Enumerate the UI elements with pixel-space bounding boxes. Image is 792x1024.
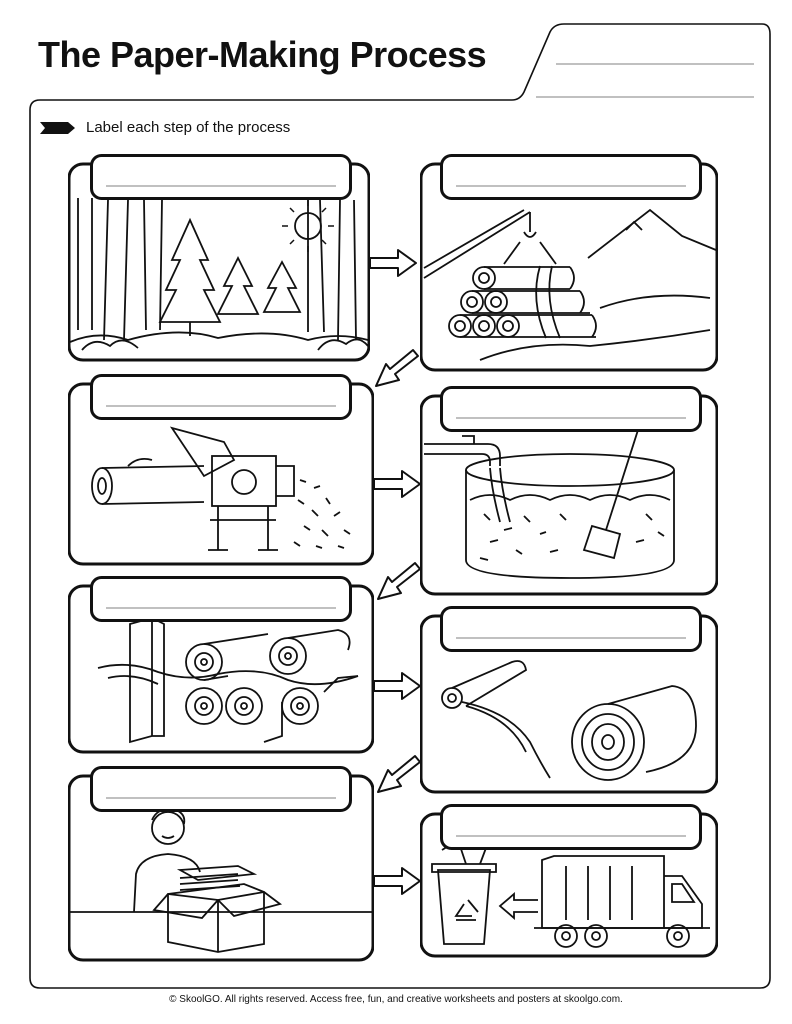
step-8-label-field[interactable] (440, 804, 702, 850)
step-6-panel (420, 602, 718, 794)
instruction-text: Label each step of the process (86, 119, 291, 136)
footer-copyright: © SkoolGO. All rights reserved. Access f… (169, 994, 623, 1005)
step-2-logs-illustration (420, 162, 718, 372)
step-8-panel (420, 800, 718, 958)
step-5-label-field[interactable] (90, 576, 352, 622)
step-2-label-field[interactable] (440, 154, 702, 200)
instruction-arrow-icon (40, 121, 75, 134)
step-3-label-field[interactable] (90, 374, 352, 420)
step-5-panel (68, 572, 374, 754)
page-title: The Paper-Making Process (38, 34, 487, 75)
step-2-panel (420, 150, 718, 372)
step-1-label-field[interactable] (90, 154, 352, 200)
step-7-label-field[interactable] (90, 766, 352, 812)
step-1-panel (68, 150, 370, 362)
step-4-label-field[interactable] (440, 386, 702, 432)
step-7-panel (68, 762, 374, 962)
step-6-label-field[interactable] (440, 606, 702, 652)
step-4-panel (420, 382, 718, 596)
step-3-panel (68, 370, 374, 566)
